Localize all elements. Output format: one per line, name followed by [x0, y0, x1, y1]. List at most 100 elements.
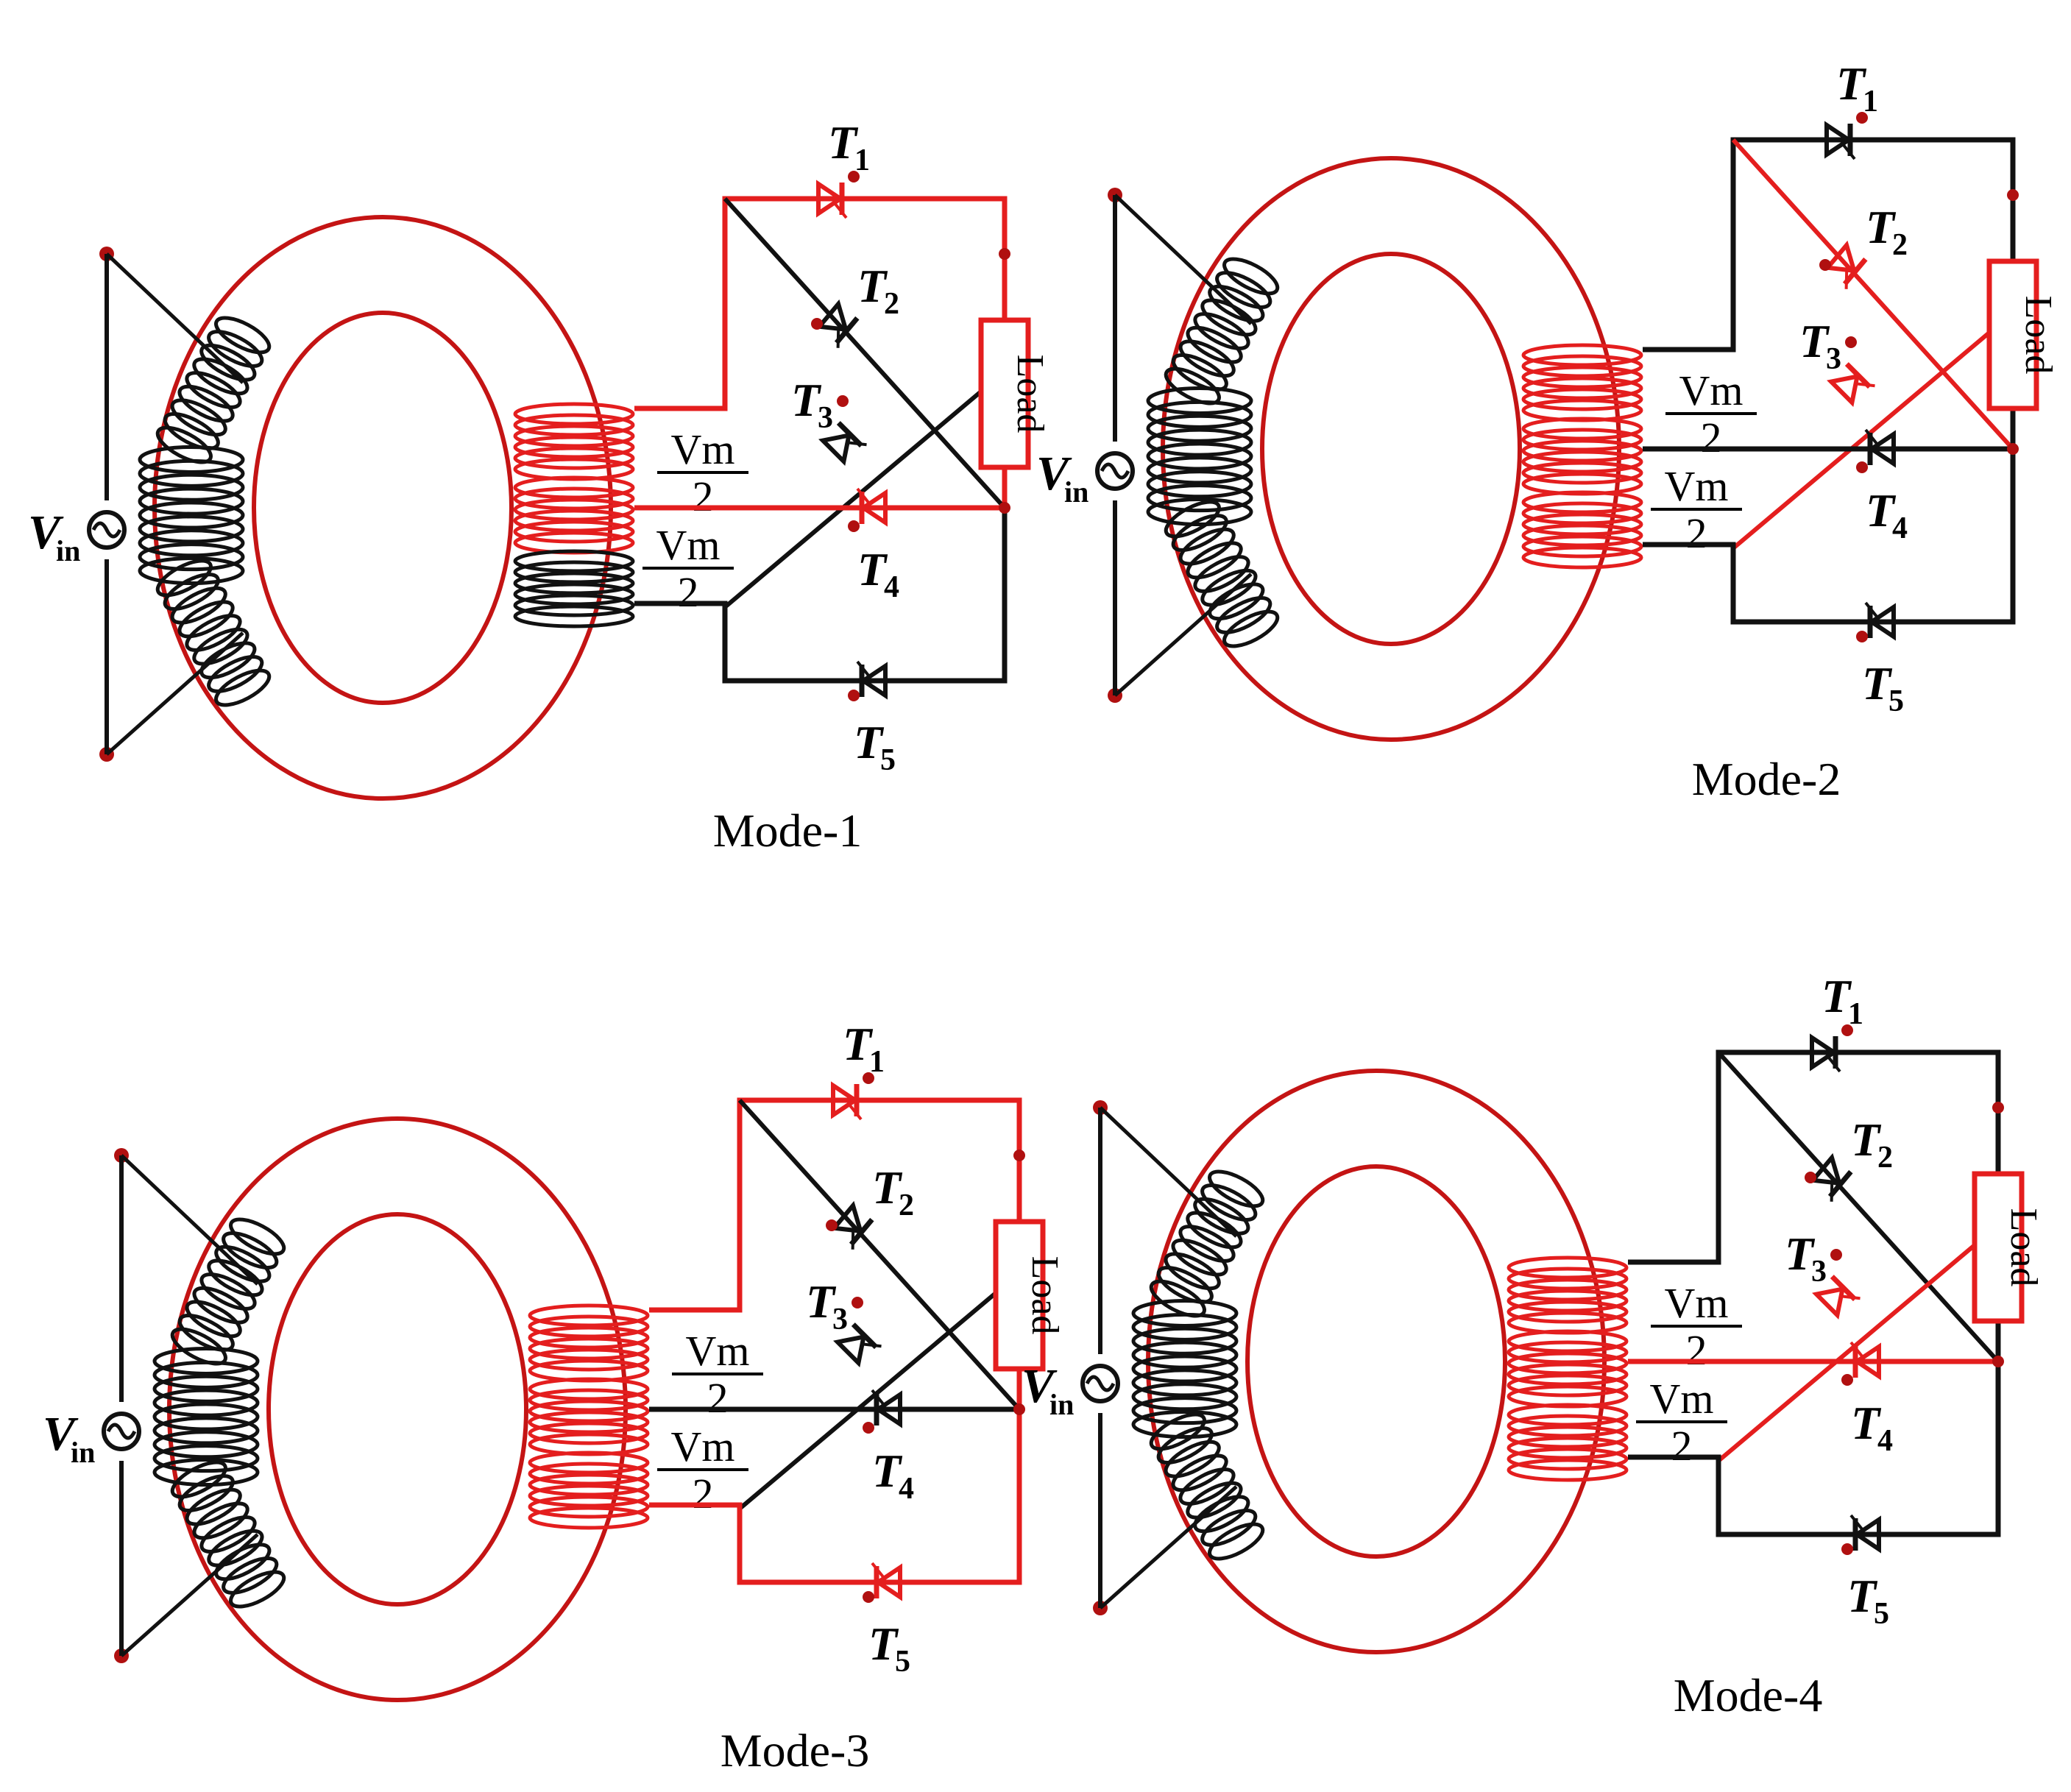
- winding-turn: [1521, 428, 1643, 452]
- winding-turn: [1146, 442, 1253, 471]
- thyristor-t4: [1864, 428, 1896, 468]
- winding-turn: [1193, 555, 1250, 593]
- thyristor-label-subscript: 2: [1877, 1141, 1893, 1175]
- winding-turn: [152, 1374, 260, 1403]
- thyristor-body: [831, 1081, 860, 1119]
- mode-caption: Mode-2: [1692, 753, 1841, 805]
- thyristor-gate: [871, 1389, 885, 1406]
- branch-t3: [723, 369, 1006, 609]
- thyristor-gate: [871, 1562, 885, 1579]
- thyristor-label-subscript: 5: [895, 1645, 910, 1679]
- winding-turn: [138, 445, 245, 474]
- winding-turn: [1171, 1238, 1228, 1277]
- toroid-core-inner: [1260, 252, 1522, 646]
- winding-turn: [152, 1388, 260, 1417]
- tap-voltage-label-upper: Vm2: [672, 1327, 763, 1422]
- winding-turn: [199, 343, 257, 382]
- source-label-letter: V: [1022, 1359, 1058, 1413]
- winding-turn: [528, 1484, 650, 1508]
- winding-turn: [1507, 1329, 1629, 1353]
- terminal-dot: [863, 1422, 874, 1434]
- thyristor-cathode-bar: [1844, 362, 1872, 389]
- terminal-dot: [852, 1297, 863, 1308]
- mode-caption: Mode-4: [1674, 1669, 1823, 1721]
- source-label: Vin: [1022, 1359, 1074, 1421]
- thyristor-t3-label: T3: [1799, 315, 1841, 376]
- winding-turn: [1507, 1425, 1629, 1449]
- source-label-letter: V: [43, 1407, 79, 1461]
- terminal-dot: [999, 502, 1010, 514]
- winding-turn: [138, 542, 245, 572]
- thyristor-t3-label: T3: [791, 374, 833, 435]
- thyristor-t4-label: T4: [1866, 484, 1908, 545]
- winding-turn: [1146, 400, 1253, 429]
- winding-turn: [1507, 1362, 1629, 1387]
- winding-turn: [513, 593, 635, 617]
- winding-turn: [513, 509, 635, 533]
- winding-turn: [528, 1377, 650, 1401]
- winding-turn: [513, 435, 635, 459]
- branch-t5: [634, 508, 1008, 684]
- winding-turn: [1131, 1298, 1239, 1328]
- winding-turn: [513, 549, 635, 573]
- thyristor-cathode-bar: [849, 1217, 874, 1247]
- winding-turn: [1208, 582, 1265, 621]
- thyristor-t1-label: T1: [1822, 970, 1863, 1031]
- toroid-core-inner: [1245, 1164, 1507, 1559]
- thyristor-gate: [1844, 270, 1849, 289]
- terminal-dot: [2007, 189, 2019, 201]
- terminal-dot: [863, 1591, 874, 1603]
- terminal-dot: [1013, 1403, 1025, 1415]
- thyristor-body: [874, 1563, 902, 1601]
- toroid-core-inner: [252, 311, 514, 705]
- source-label: Vin: [1036, 447, 1088, 509]
- mode-caption: Mode-3: [721, 1724, 870, 1777]
- thyristor-t1-label: T1: [828, 116, 870, 177]
- thyristor-t3-label: T3: [806, 1275, 848, 1336]
- thyristor-t4-label: T4: [857, 543, 899, 604]
- thyristor-label-subscript: 3: [818, 401, 833, 435]
- thyristor-label-letter: T: [806, 1275, 837, 1328]
- branch-t2: [1716, 1050, 2000, 1364]
- winding-turn: [138, 458, 245, 488]
- winding-turn: [1521, 534, 1643, 559]
- winding-turn: [177, 600, 235, 639]
- branch-t2: [737, 1098, 1022, 1412]
- thyristor-t5: [856, 660, 888, 700]
- fraction-numerator: Vm: [656, 521, 721, 569]
- thyristor-label-letter: T: [1851, 1113, 1882, 1166]
- fraction-denominator: 2: [1686, 509, 1707, 557]
- thyristor-label-subscript: 1: [854, 144, 870, 177]
- terminal-dot: [1805, 1172, 1816, 1183]
- winding-turn: [1507, 1300, 1629, 1324]
- thyristor-t5-label: T5: [854, 716, 896, 777]
- winding-turn: [1149, 1279, 1206, 1318]
- thyristor-gate: [833, 202, 848, 219]
- winding-turn: [1186, 1211, 1243, 1250]
- thyristor-body: [1852, 1342, 1881, 1381]
- fraction-denominator: 2: [1686, 1326, 1707, 1374]
- thyristor-gate: [856, 660, 871, 678]
- branch-t3: [738, 1271, 1021, 1511]
- thyristor-label-subscript: 1: [869, 1045, 885, 1079]
- winding-turn: [1171, 353, 1228, 392]
- winding-turn: [1146, 456, 1253, 485]
- thyristor-label-letter: T: [857, 260, 888, 312]
- terminal-dot: [1013, 1150, 1025, 1161]
- thyristor-body: [1810, 1033, 1838, 1072]
- thyristor-label-letter: T: [1866, 201, 1897, 253]
- thyristor-t5: [1849, 1514, 1881, 1554]
- winding-turn: [528, 1336, 650, 1361]
- winding-turn: [192, 357, 249, 396]
- fraction-numerator: Vm: [1650, 1375, 1714, 1423]
- winding-turn: [1215, 271, 1272, 309]
- terminal-dot: [848, 520, 860, 532]
- winding-turn: [152, 1430, 260, 1459]
- winding-turn: [1193, 1495, 1250, 1534]
- winding-turn: [185, 614, 242, 652]
- winding-turn: [1178, 339, 1236, 378]
- thyristor-gate: [847, 441, 867, 447]
- winding-turn: [177, 1314, 235, 1352]
- thyristor-t1-label: T1: [843, 1018, 885, 1079]
